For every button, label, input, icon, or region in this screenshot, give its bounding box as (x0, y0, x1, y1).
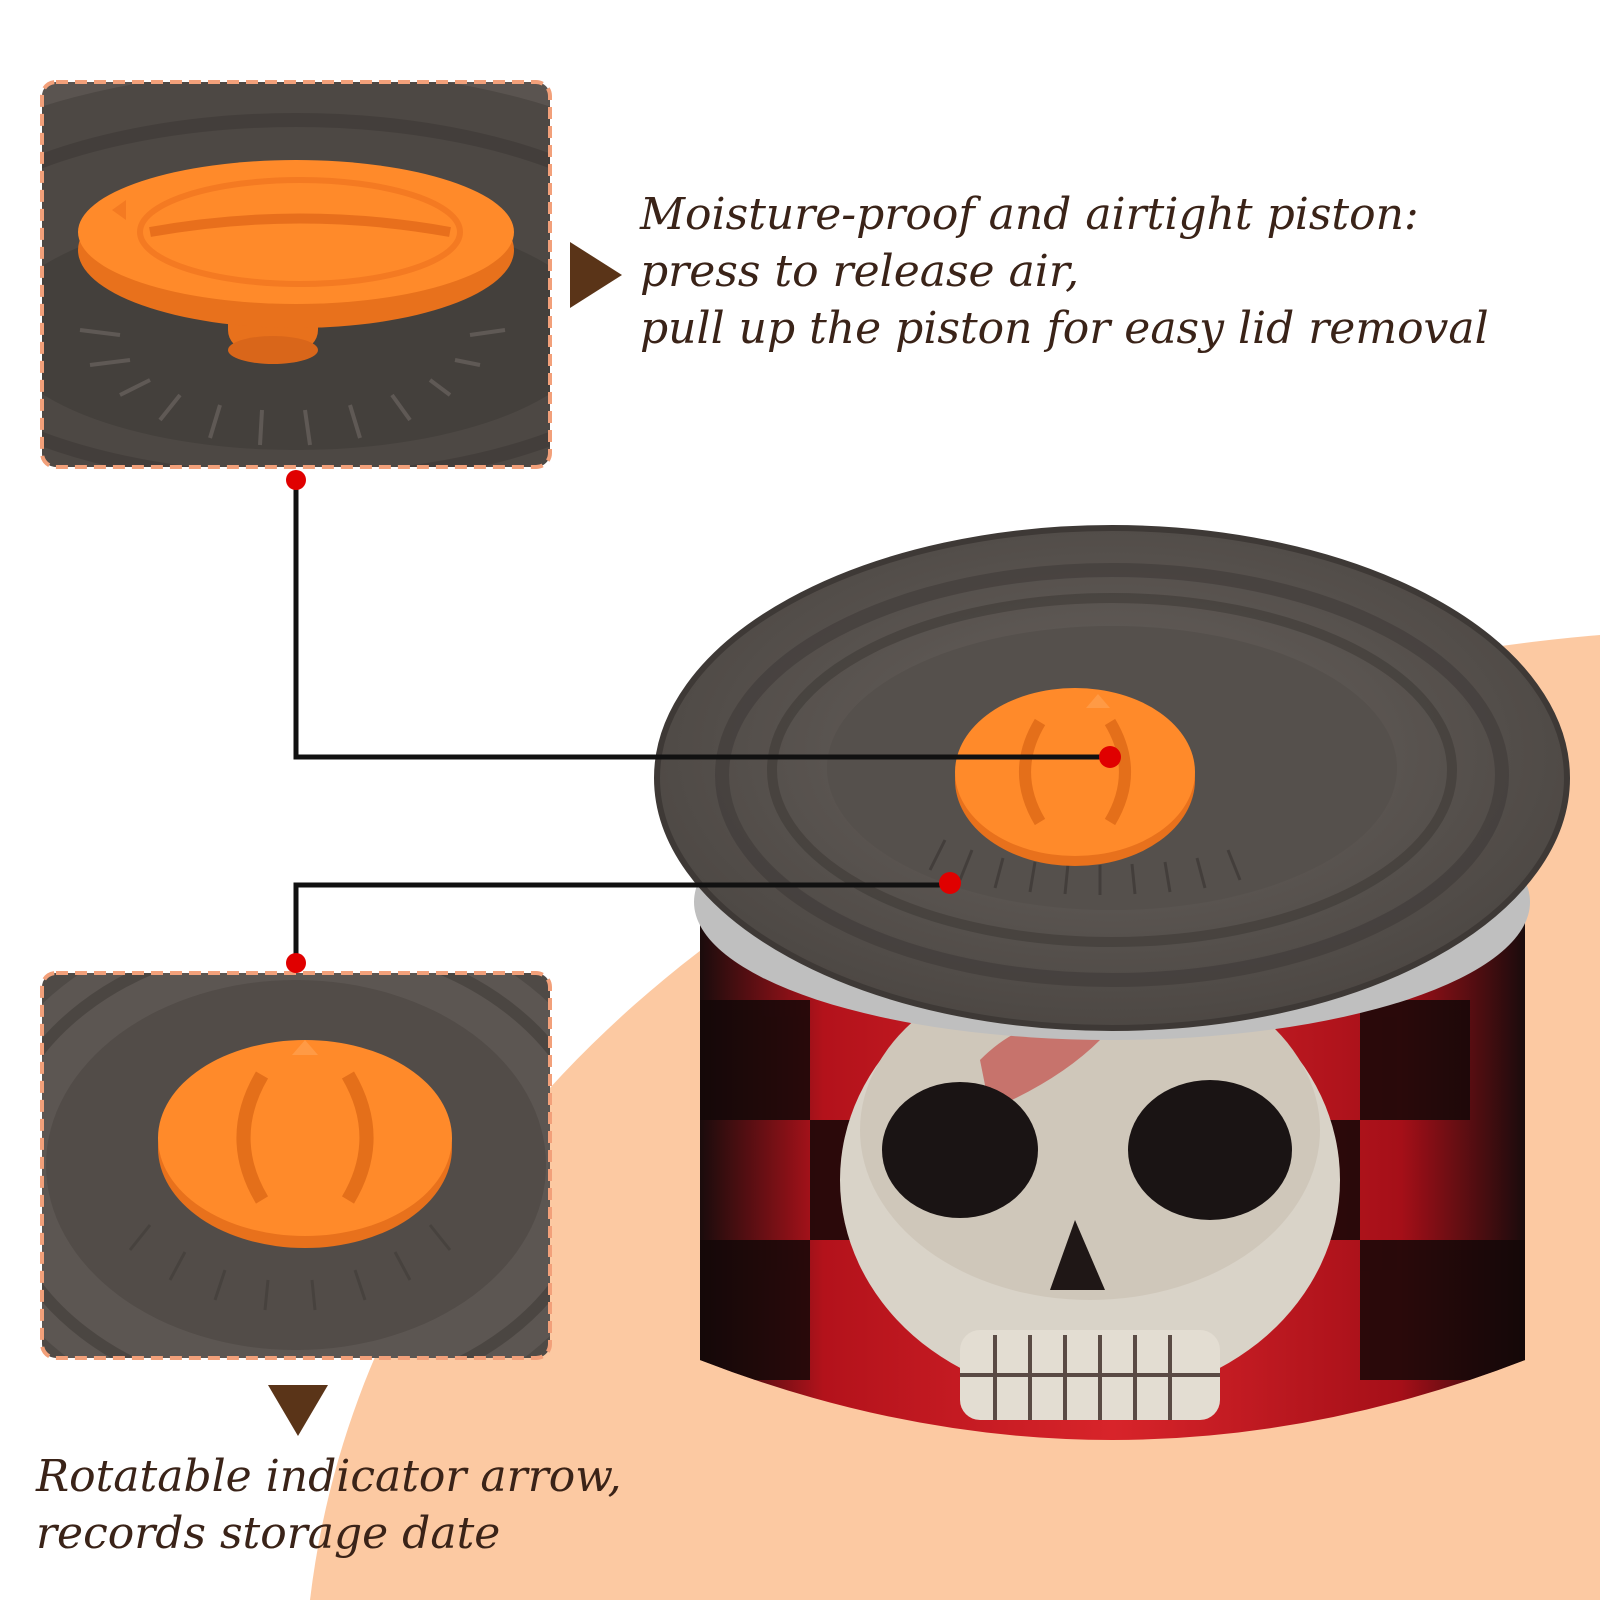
piston-caption-line-1: Moisture-proof and airtight piston: (640, 189, 1419, 240)
triangle-right-icon (570, 242, 622, 308)
piston-detail-border (40, 80, 552, 469)
piston-caption-line-3: pull up the piston for easy lid removal (640, 303, 1489, 355)
triangle-down-icon (268, 1385, 328, 1436)
indicator-arrow-icon (1086, 694, 1110, 708)
indicator-caption: Rotatable indicator arrow, records stora… (36, 1448, 622, 1562)
callout-piston (286, 470, 1121, 768)
piston-caption: Moisture-proof and airtight piston: pres… (640, 186, 1489, 358)
skull-print (840, 960, 1340, 1420)
indicator-caption-line-2: records storage date (36, 1508, 501, 1560)
piston-knob (955, 688, 1195, 866)
storage-container (654, 525, 1570, 1440)
indicator-detail-frame (40, 971, 552, 1360)
date-dial (928, 839, 1242, 895)
callout-indicator (286, 872, 961, 973)
indicator-caption-line-1: Rotatable indicator arrow, (36, 1451, 622, 1502)
piston-detail-frame (40, 80, 552, 469)
piston-caption-line-2: press to release air, (640, 246, 1080, 298)
